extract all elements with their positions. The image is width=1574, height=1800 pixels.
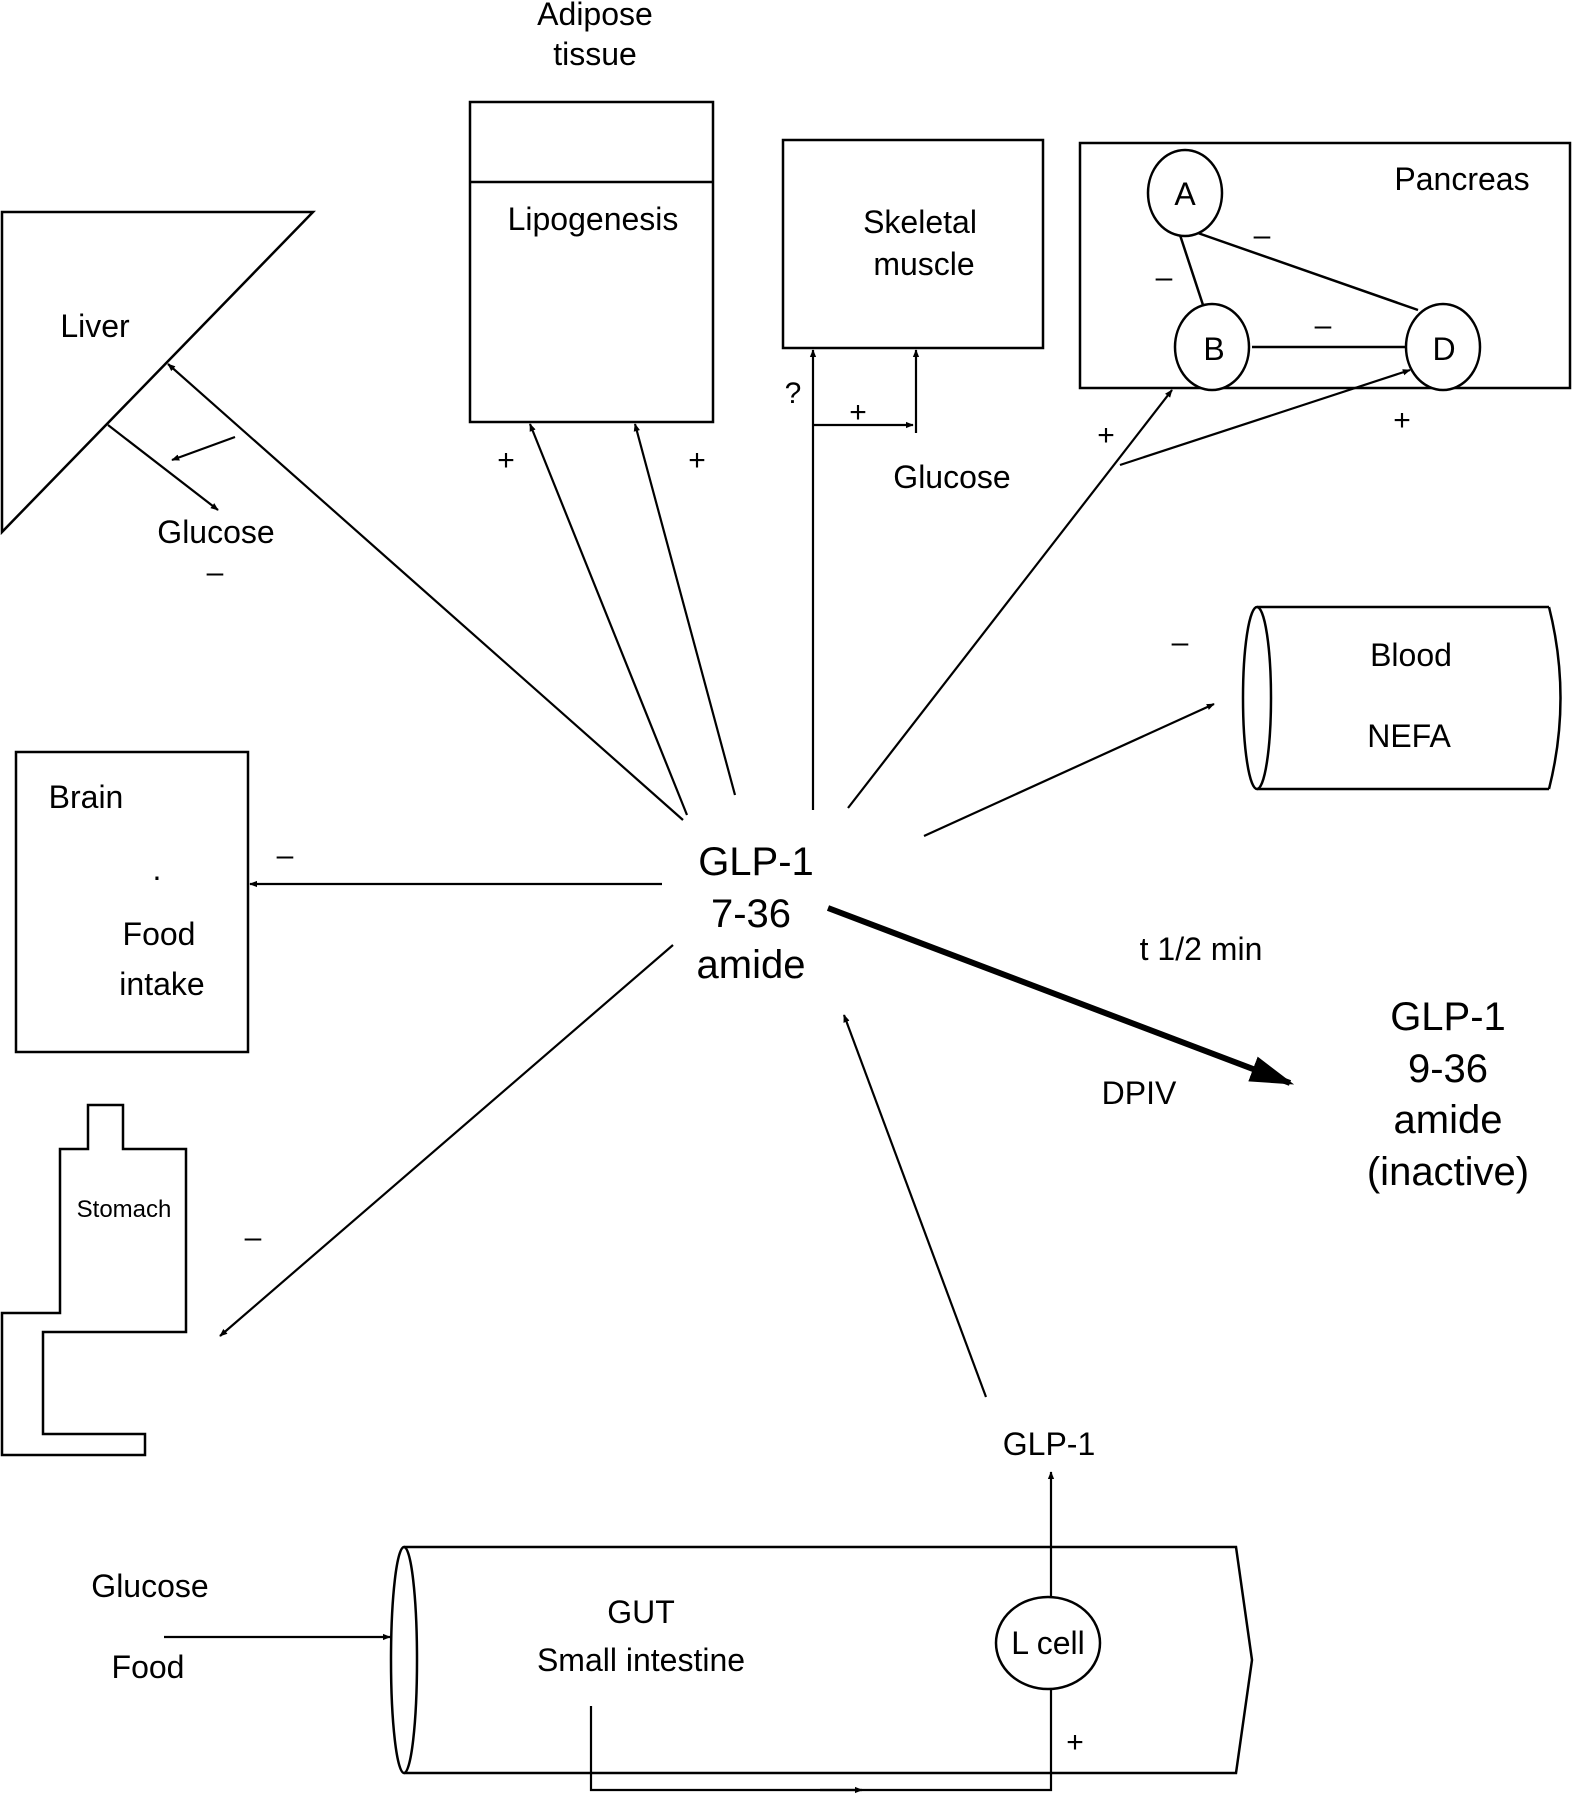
food-intake-line1: Food <box>123 916 196 952</box>
glp1-active-line2: 7-36 <box>711 892 791 936</box>
glp1-inactive-line3: amide <box>1394 1098 1503 1142</box>
small-intestine-label: Small intestine <box>537 1642 745 1678</box>
adipose-tissue-box <box>468 100 715 424</box>
pancreas-minus-a-d: – <box>1254 219 1271 252</box>
glp1-active-line3: amide <box>697 943 806 987</box>
pancreas-link-a-b <box>1178 234 1205 306</box>
blood-vessel-body <box>1257 605 1549 791</box>
gut-feedback-line <box>589 1689 1053 1792</box>
brain-dot: . <box>153 851 162 887</box>
dpiv-label: DPIV <box>1102 1075 1177 1111</box>
blood-vessel-left-end <box>1241 605 1273 791</box>
arrow-to-adipose-left <box>528 423 689 816</box>
pancreas-minus-b-d: – <box>1315 309 1332 342</box>
arrow-to-blood <box>923 702 1215 838</box>
pancreas-b-cell <box>1173 302 1251 392</box>
glp1-active-line1: GLP-1 <box>698 840 814 884</box>
d-cell-label: D <box>1432 331 1455 367</box>
liver-glucose-minus: – <box>207 556 224 589</box>
gut-label: GUT <box>607 1594 675 1630</box>
pancreas-minus-a-b: – <box>1156 261 1173 294</box>
muscle-glucose-label: Glucose <box>893 459 1010 495</box>
half-life-label: t 1/2 min <box>1140 931 1263 967</box>
arrow-to-liver <box>167 363 684 821</box>
liver-glucose-arrow <box>107 424 219 511</box>
adipose-label-line2: tissue <box>553 36 637 72</box>
l-cell-plus: + <box>1066 1726 1084 1759</box>
b-cell-label: B <box>1203 331 1224 367</box>
gut-tube <box>404 1545 1254 1775</box>
liver-label: Liver <box>60 308 130 344</box>
arrow-to-pancreas-d <box>1119 368 1411 467</box>
brain-box <box>14 750 250 1054</box>
pancreas-plus-b: + <box>1097 419 1115 452</box>
pancreas-a-cell <box>1146 148 1224 238</box>
muscle-question-mark: ? <box>785 377 802 410</box>
blood-nefa-minus: – <box>1172 626 1189 659</box>
food-intake-line2: intake <box>119 966 204 1002</box>
glp1-inactive-line2: 9-36 <box>1408 1047 1488 1091</box>
a-cell-label: A <box>1174 176 1196 212</box>
adipose-plus-left: + <box>497 444 515 477</box>
glp1-inactive-line1: GLP-1 <box>1390 995 1506 1039</box>
arrow-to-adipose-right <box>633 423 737 796</box>
stomach-shape <box>0 1103 188 1457</box>
brain-minus: – <box>277 839 294 872</box>
arrow-from-circulating-glp1 <box>842 1014 988 1398</box>
l-cell <box>994 1595 1102 1691</box>
muscle-glucose-plus: + <box>849 396 867 429</box>
muscle-label-line1: Skeletal <box>863 204 977 240</box>
glp1-inactive-line4: (inactive) <box>1367 1150 1529 1194</box>
input-food-label: Food <box>112 1649 185 1685</box>
liver-inhibit-arrow <box>171 435 236 462</box>
l-cell-label: L cell <box>1011 1625 1085 1661</box>
skeletal-muscle-box <box>781 138 1045 350</box>
adipose-label-line1: Adipose <box>537 0 653 32</box>
blood-vessel-right-end <box>1547 606 1562 790</box>
adipose-plus-right: + <box>688 444 706 477</box>
stomach-minus: – <box>245 1221 262 1254</box>
input-glucose-label: Glucose <box>91 1568 208 1604</box>
pancreas-d-cell <box>1404 302 1482 392</box>
liver-glucose-label: Glucose <box>157 514 274 550</box>
pancreas-box <box>1078 141 1572 390</box>
muscle-label-line2: muscle <box>873 246 974 282</box>
blood-label: Blood <box>1370 637 1452 673</box>
arrow-to-stomach <box>219 944 674 1337</box>
dpiv-degradation-arrow <box>826 905 1295 1086</box>
glp1-release-label: GLP-1 <box>1003 1426 1095 1462</box>
pancreas-link-a-d <box>1194 230 1419 312</box>
pancreas-plus-d: + <box>1393 404 1411 437</box>
gut-left-end <box>389 1545 419 1775</box>
nefa-label: NEFA <box>1367 718 1451 754</box>
arrow-to-pancreas-b <box>847 389 1173 809</box>
liver-shape <box>0 210 316 536</box>
brain-label: Brain <box>49 779 124 815</box>
pancreas-label: Pancreas <box>1394 161 1529 197</box>
lipogenesis-label: Lipogenesis <box>508 201 679 237</box>
stomach-label: Stomach <box>77 1196 172 1223</box>
